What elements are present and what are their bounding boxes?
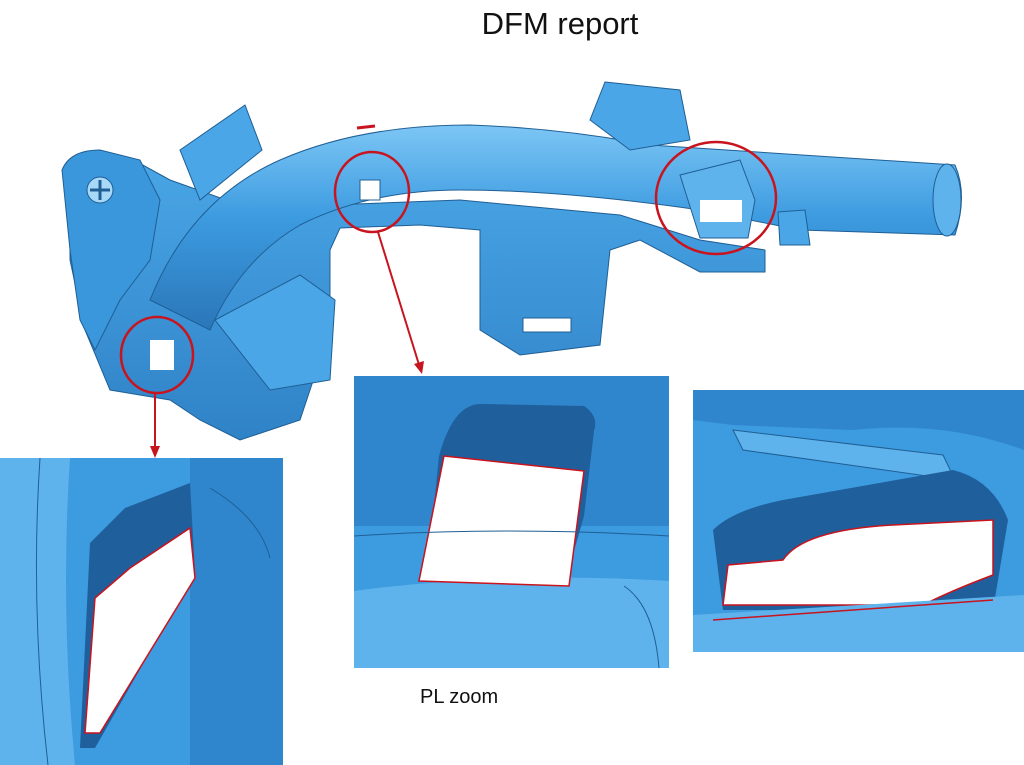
mounting-plate [61,149,161,352]
zoom-panel-center [354,376,669,668]
zoom-panel-right [693,390,1024,652]
right-clip [679,159,756,239]
clip-top-right [589,81,691,151]
part-3d-view [61,81,962,458]
window-opening [84,526,196,734]
report-title: DFM report [481,6,639,41]
clip-top-left [179,104,263,201]
right-window-callout [654,140,778,256]
left-window-callout [119,315,195,395]
center-window-callout [333,150,411,234]
window-opening [418,455,585,587]
clip-bottom [214,274,336,391]
zoom-caption: PL zoom [420,686,499,708]
zoom-panel-left [0,458,283,765]
